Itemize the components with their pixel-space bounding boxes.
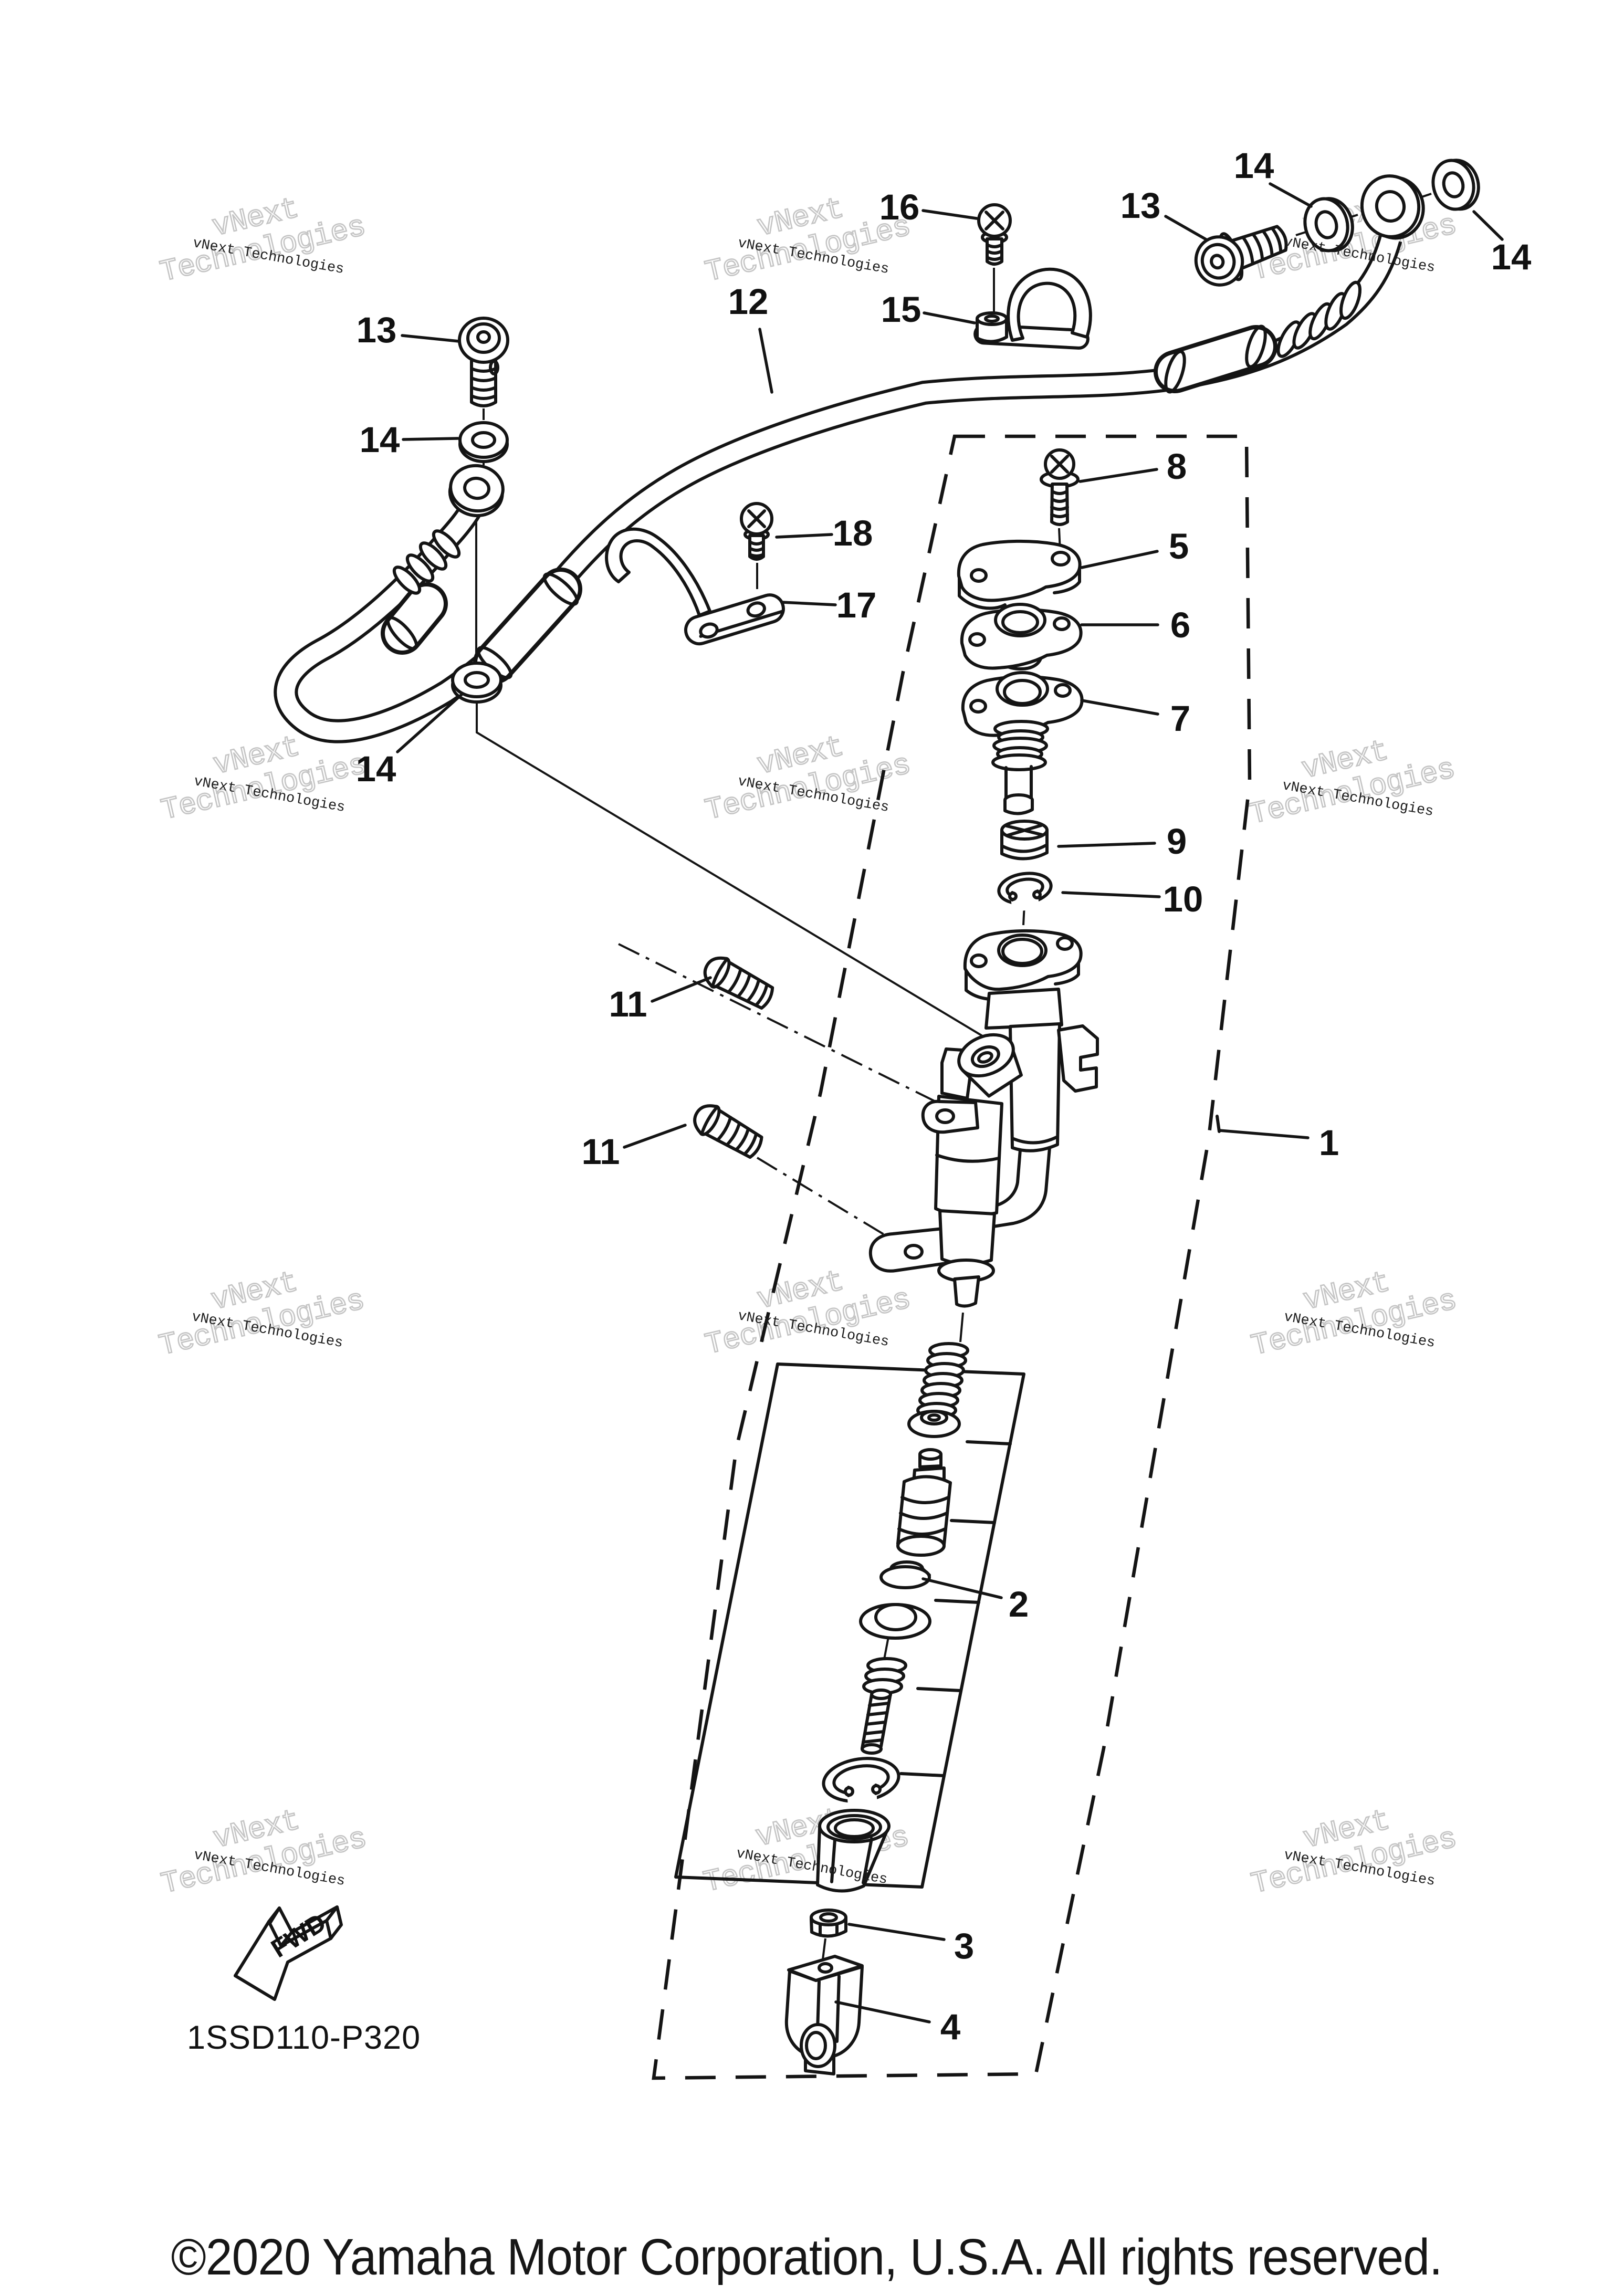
union-bellows — [991, 720, 1049, 815]
washer-upper-2 — [1431, 159, 1480, 211]
leader-line — [1472, 210, 1504, 241]
piston-kit — [816, 1342, 969, 1893]
callout-label-8: 8 — [1167, 446, 1187, 487]
callout-label-3: 3 — [954, 1926, 974, 1966]
callout-label-11: 11 — [582, 1131, 620, 1172]
joint-cover-5 — [957, 539, 1082, 610]
hose-spiral-upper — [1276, 280, 1362, 358]
leader-line — [623, 1124, 687, 1149]
leader-line — [1218, 1129, 1310, 1139]
kit-piston — [896, 1448, 952, 1557]
dashed-assembly-box — [652, 434, 1252, 2080]
leader-line — [921, 1577, 1003, 1599]
leader-line — [402, 437, 459, 441]
inner-kit-box-ticks — [899, 1440, 1012, 1777]
leader-line — [780, 601, 837, 606]
hose-sleeve-main — [473, 568, 582, 684]
hose-sleeve-upper — [1154, 324, 1277, 394]
washer-mid — [451, 662, 502, 704]
callout-label-13: 13 — [357, 310, 397, 350]
hose-banjo-eye-lower — [448, 464, 505, 518]
screw-11-upper — [703, 956, 774, 1010]
fwd-arrow: FWD — [234, 1905, 343, 2001]
callout-label-12: 12 — [728, 281, 769, 322]
leader-line — [401, 334, 460, 343]
callout-label-14: 14 — [356, 749, 396, 789]
callout-label-14: 14 — [1491, 237, 1532, 277]
callout-label-4: 4 — [940, 2007, 960, 2047]
leader-line — [923, 311, 976, 324]
callout-label-13: 13 — [1120, 185, 1161, 226]
brake-hose — [274, 174, 1425, 743]
callout-label-9: 9 — [1167, 821, 1187, 862]
master-cylinder-body — [868, 929, 1099, 1308]
screw-11-lower — [693, 1104, 763, 1159]
copyright-text: ©2020 Yamaha Motor Corporation, U.S.A. A… — [171, 2228, 1443, 2285]
leader-line — [775, 533, 833, 539]
kit-spring — [916, 1342, 969, 1419]
diagram-code: 1SSD110-P320 — [187, 2019, 421, 2056]
callout-label-2: 2 — [1009, 1584, 1029, 1624]
joint-plate-6 — [960, 603, 1083, 670]
callout-label-11: 11 — [609, 984, 647, 1024]
leader-line — [1080, 699, 1159, 716]
callout-label-18: 18 — [833, 513, 873, 553]
clamp-screw-16 — [977, 203, 1012, 266]
joint-union-7 — [961, 671, 1084, 815]
leader-line — [921, 209, 978, 220]
leader-line — [1269, 182, 1313, 208]
snap-ring-10 — [997, 872, 1053, 912]
leader-line — [1061, 891, 1161, 898]
clevis-4 — [784, 1955, 864, 2075]
callout-label-1: 1 — [1319, 1123, 1339, 1163]
leader-line — [1080, 550, 1159, 569]
callout-label-10: 10 — [1163, 879, 1203, 919]
leader-line — [1078, 468, 1158, 483]
leader-line — [396, 693, 463, 753]
kit-pushrod-spring — [861, 1637, 907, 1755]
hose-clamp-17 — [605, 527, 785, 646]
callout-label-7: 7 — [1170, 698, 1190, 739]
callout-label-17: 17 — [836, 585, 877, 625]
leader-line — [651, 976, 712, 1003]
callout-label-15: 15 — [881, 289, 921, 330]
washer-upper-1 — [1303, 197, 1354, 253]
kit-boot-cup — [816, 1809, 891, 1893]
hose-clamp-hook-upper — [973, 267, 1092, 350]
kit-diaphragm — [859, 1603, 931, 1640]
leader-line — [847, 1923, 946, 1941]
callout-label-6: 6 — [1170, 605, 1190, 645]
callout-label-14: 14 — [1234, 145, 1274, 186]
kit-c-washer — [822, 1757, 900, 1810]
screw-axis-lower — [756, 1157, 923, 1259]
kit-cup-seal — [879, 1560, 931, 1589]
leader-line — [758, 328, 773, 394]
nut-3 — [810, 1909, 847, 1938]
leader-line — [1164, 215, 1208, 241]
screw-8 — [1040, 448, 1080, 526]
banjo-bolt-upper — [1194, 225, 1288, 287]
leader-line — [1057, 842, 1156, 848]
leader-line — [834, 2000, 931, 2024]
damper-15 — [976, 311, 1008, 343]
screw-axis-upper — [618, 943, 959, 1114]
clamp-screw-18 — [740, 502, 773, 561]
leader-lines-layer — [396, 182, 1504, 2024]
kit-seat-washer — [907, 1410, 961, 1438]
hose-spiral-lower — [392, 529, 461, 595]
hose-sleeve-eye-branch — [381, 582, 448, 655]
box-corner-tick — [1216, 1115, 1221, 1133]
callout-label-16: 16 — [879, 187, 920, 227]
callout-label-5: 5 — [1169, 526, 1189, 567]
spring-seat-9 — [1000, 820, 1049, 861]
banjo-bolt-lower — [458, 317, 509, 407]
callout-label-14: 14 — [360, 420, 400, 460]
hose-banjo-eye-upper — [1360, 174, 1425, 240]
washer-lower-1 — [458, 421, 509, 463]
